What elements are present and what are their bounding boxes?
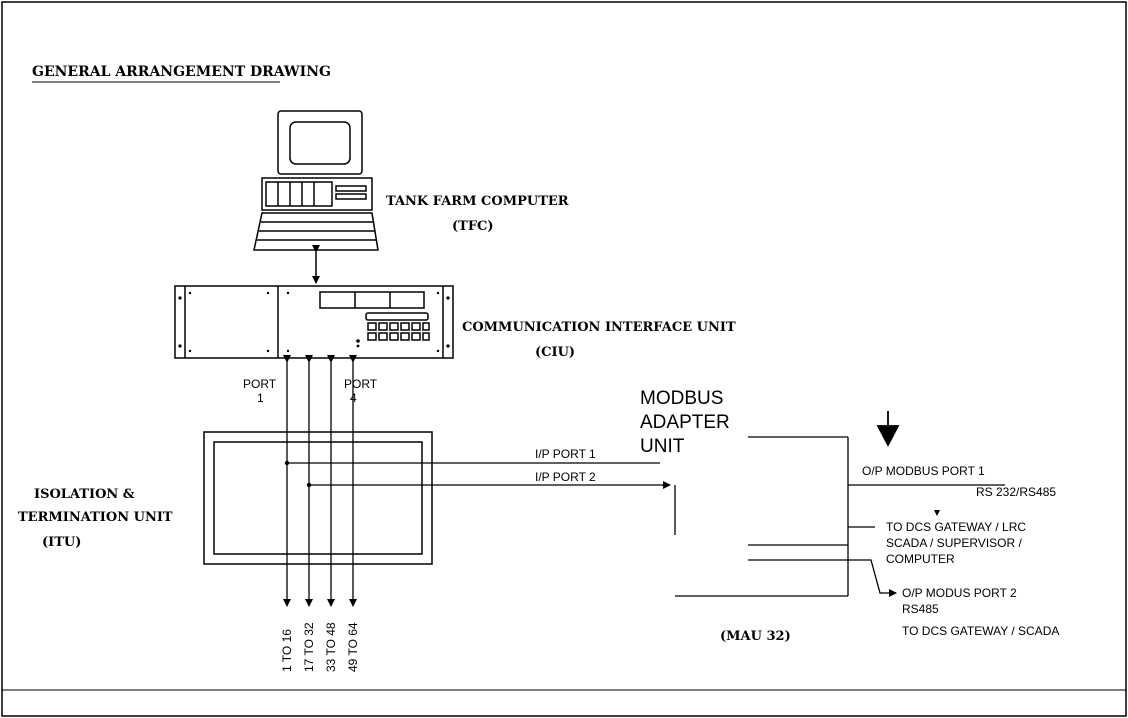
drawing-title: GENERAL ARRANGEMENT DRAWING [32,64,331,80]
op-port2-label: O/P MODUS PORT 2 [902,586,1017,600]
mau-outline [674,436,849,597]
channel-label-1: 1 TO 16 [280,629,294,672]
channel-label-3: 33 TO 48 [324,622,338,672]
ciu-rack [174,285,454,359]
itu-abbr: (ITU) [42,535,81,550]
small-down-arrow-icon [934,510,940,516]
mau-label-line2: ADAPTER [640,412,730,433]
op-port1-label: O/P MODBUS PORT 1 [862,464,985,478]
channel-label-4: 49 TO 64 [346,622,360,672]
down-arrow-icon [876,411,900,447]
computer-icon [253,110,379,251]
dcs-line2: SCADA / SUPERVISOR / [886,536,1022,550]
ip-port1-label: I/P PORT 1 [535,447,596,461]
ciu-abbr: (CIU) [535,345,575,360]
tfc-abbr: (TFC) [452,219,494,234]
op-port2-line [848,559,897,597]
itu-label-line1: ISOLATION & [34,487,135,502]
tfc-label: TANK FARM COMPUTER [386,194,569,209]
dcs-line3: COMPUTER [886,552,955,566]
port4-label: PORT [344,377,378,391]
mau-model: (MAU 32) [720,629,791,644]
itu-enclosure [203,431,433,565]
channel-label-2: 17 TO 32 [302,622,316,672]
mau-label-line1: MODBUS [640,388,723,409]
ip-port2-label: I/P PORT 2 [535,470,596,484]
port1-number: 1 [257,391,264,405]
port1-label: PORT [243,377,277,391]
itu-label-line2: TERMINATION UNIT [18,510,173,525]
op-port2-sub: RS485 [902,602,939,616]
mau-label-line3: UNIT [640,436,685,457]
op-port1-sub: RS 232/RS485 [976,485,1056,499]
op-port2-dest: TO DCS GATEWAY / SCADA [902,624,1059,638]
ciu-label: COMMUNICATION INTERFACE UNIT [462,320,736,335]
dcs-line1: TO DCS GATEWAY / LRC [886,520,1026,534]
channel-cables [283,355,357,607]
